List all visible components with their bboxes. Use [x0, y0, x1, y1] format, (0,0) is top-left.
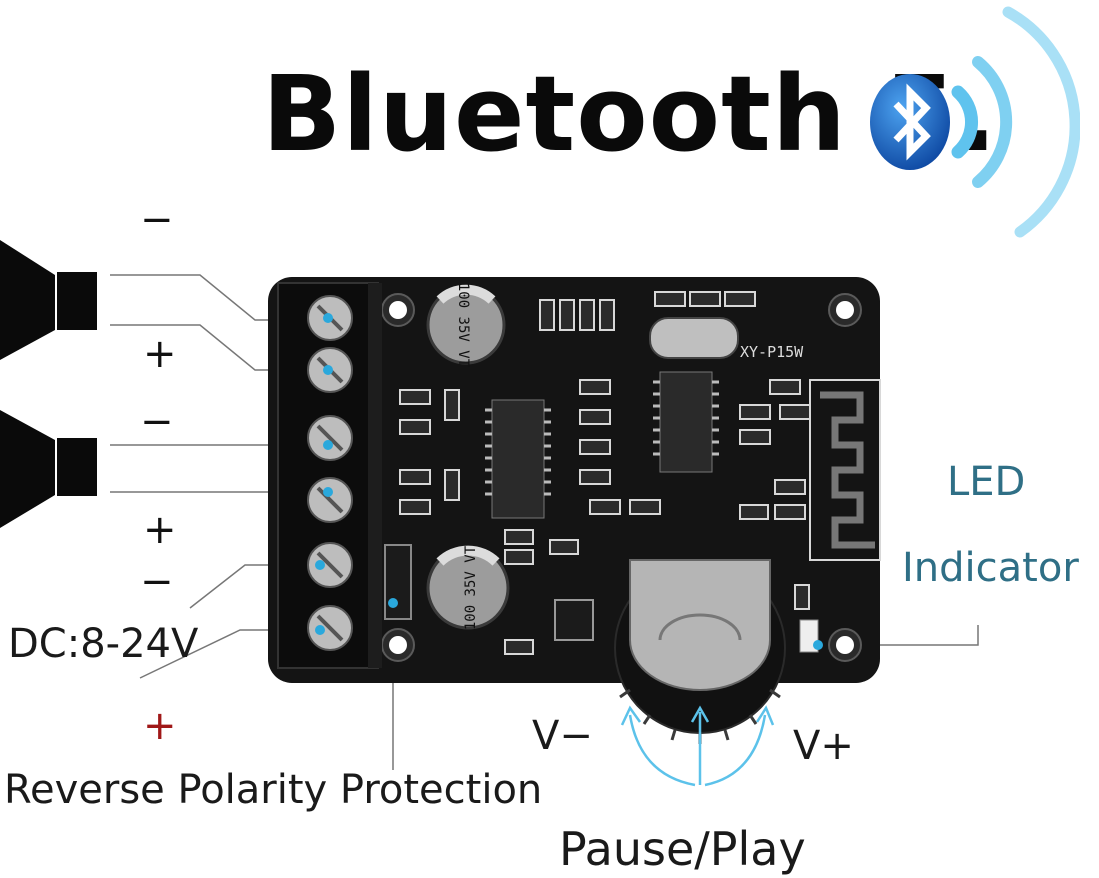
svg-text:100 35V VT: 100 35V VT	[463, 545, 479, 630]
pcb-board: 100 35V VT 100 35V VT XY-P15W	[268, 277, 881, 744]
wave-2	[972, 56, 1013, 188]
speaker-icon-2	[0, 410, 97, 528]
power-minus-label: −	[140, 559, 174, 605]
pause-play-label: Pause/Play	[559, 822, 806, 876]
reverse-polarity-label: Reverse Polarity Protection	[4, 767, 543, 813]
speaker-icon-1	[0, 240, 97, 360]
speaker1-plus-label: +	[143, 331, 177, 377]
capacitor-top: 100 35V VT	[426, 283, 506, 368]
svg-text:XY-P15W: XY-P15W	[740, 343, 804, 361]
knob-arrows	[620, 705, 775, 787]
power-plus-label: +	[143, 703, 177, 749]
arrow-v-minus	[628, 714, 696, 787]
wave-1	[951, 85, 978, 159]
arrow-v-plus	[704, 714, 767, 787]
speaker2-plus-label: +	[143, 507, 177, 553]
led-label-line2: Indicator	[902, 545, 1079, 591]
speaker1-minus-label: −	[140, 197, 174, 243]
speaker2-minus-label: −	[140, 399, 174, 445]
led-label-line1: LED	[947, 459, 1026, 505]
wave-3	[1002, 6, 1080, 238]
v-minus-label: V−	[532, 713, 593, 759]
bluetooth-icon	[870, 6, 1080, 238]
v-plus-label: V+	[793, 723, 854, 769]
dc-voltage-label: DC:8-24V	[8, 621, 199, 667]
capacitor-bottom: 100 35V VT	[426, 545, 510, 630]
svg-text:100 35V VT: 100 35V VT	[455, 283, 471, 368]
